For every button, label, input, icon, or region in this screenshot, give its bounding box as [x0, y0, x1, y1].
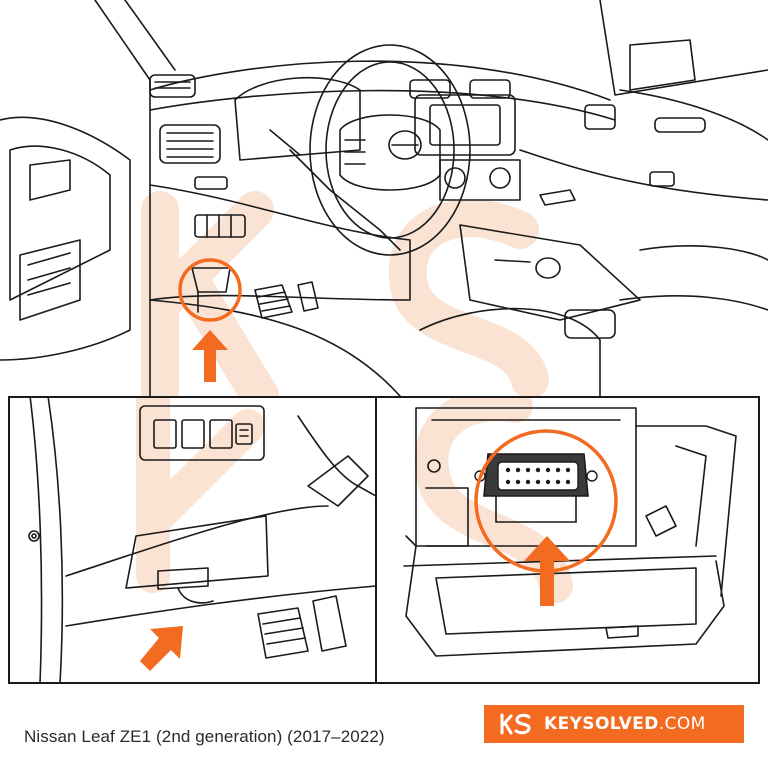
closeup-divider	[375, 396, 377, 684]
brand-name: KEYSOLVED	[544, 714, 659, 734]
arrow-up-icon	[192, 330, 228, 382]
arrow-up-icon	[524, 536, 570, 606]
highlight-circle-icon	[178, 258, 242, 322]
arrow-up-icon	[140, 626, 183, 671]
brand-tld: .COM	[658, 714, 706, 734]
ks-logo-icon	[500, 713, 531, 735]
dashboard-overview-illustration	[0, 0, 768, 396]
knee-panel-closeup	[8, 396, 376, 684]
pedal-icon	[254, 281, 319, 319]
obd-port-closeup	[376, 396, 760, 684]
vehicle-caption: Nissan Leaf ZE1 (2nd generation) (2017–2…	[24, 727, 385, 746]
keysolved-badge[interactable]: KEYSOLVED.COM	[484, 705, 744, 743]
ks-watermark	[136, 396, 265, 593]
